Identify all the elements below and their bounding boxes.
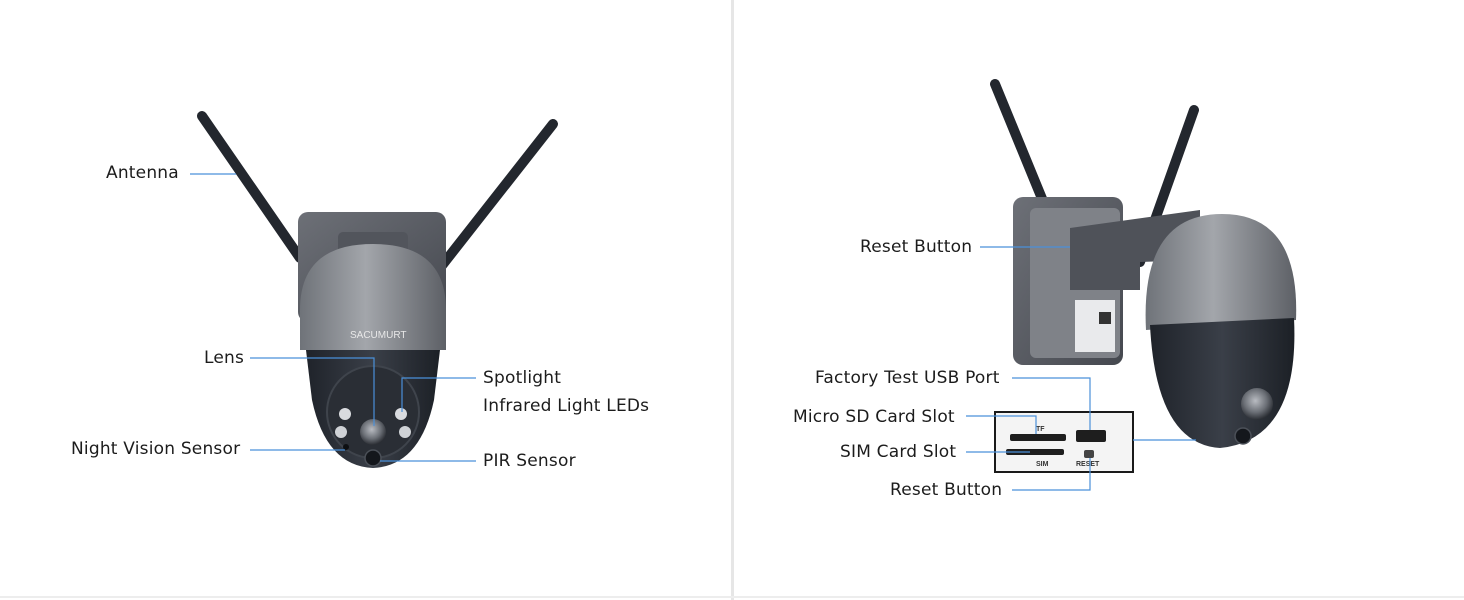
mount-arm (1070, 210, 1200, 290)
label-sim-slot: SIM Card Slot (840, 442, 957, 462)
brand-text: SACUMURT (350, 330, 406, 341)
leader-lens (250, 357, 375, 426)
right-antenna (435, 119, 558, 273)
reset-hole (1084, 450, 1094, 458)
side-pir (1234, 427, 1252, 445)
reset-mark: RESET (1076, 461, 1100, 468)
led-lower-left (335, 426, 347, 438)
left-leader-lines (190, 173, 476, 462)
sim-mark: SIM (1036, 461, 1049, 468)
tf-mark: TF (1036, 426, 1045, 433)
panel-divider (731, 0, 734, 600)
tf-slot (1010, 434, 1066, 441)
bottom-rule (0, 596, 1464, 598)
spec-label (1075, 300, 1115, 352)
label-infrared-leds: Infrared Light LEDs (483, 396, 650, 416)
side-camera (990, 79, 1297, 448)
side-lower-housing (1150, 318, 1295, 448)
label-reset-button-bottom: Reset Button (890, 480, 1003, 500)
right-leader-lines (966, 246, 1196, 491)
label-usb-port: Factory Test USB Port (815, 368, 1000, 388)
usb-port (1076, 430, 1106, 442)
port-inset: TF SIM RESET (994, 411, 1134, 473)
label-lens: Lens (204, 348, 245, 368)
label-spotlight: Spotlight (483, 368, 562, 388)
leader-usb (1012, 377, 1091, 430)
leader-spotlight (401, 377, 476, 412)
leader-reset-bottom (1012, 458, 1091, 491)
led-upper-right (395, 408, 407, 420)
side-lens (1241, 388, 1273, 420)
left-antenna (197, 111, 305, 263)
dome-housing (300, 244, 446, 350)
label-reset-button-top: Reset Button (860, 237, 973, 257)
label-antenna: Antenna (106, 163, 179, 183)
side-dome-housing (1145, 214, 1297, 330)
pir-sensor (364, 449, 382, 467)
led-upper-left (339, 408, 351, 420)
label-night-vision-sensor: Night Vision Sensor (71, 439, 241, 459)
night-vision-sensor (343, 444, 349, 450)
led-lower-right (399, 426, 411, 438)
lens (360, 419, 386, 445)
label-pir-sensor: PIR Sensor (483, 451, 576, 471)
front-camera: SACUMURT (197, 111, 558, 468)
sim-slot (1006, 449, 1064, 455)
leader-micro-sd (966, 415, 1037, 434)
label-micro-sd-slot: Micro SD Card Slot (793, 407, 955, 427)
